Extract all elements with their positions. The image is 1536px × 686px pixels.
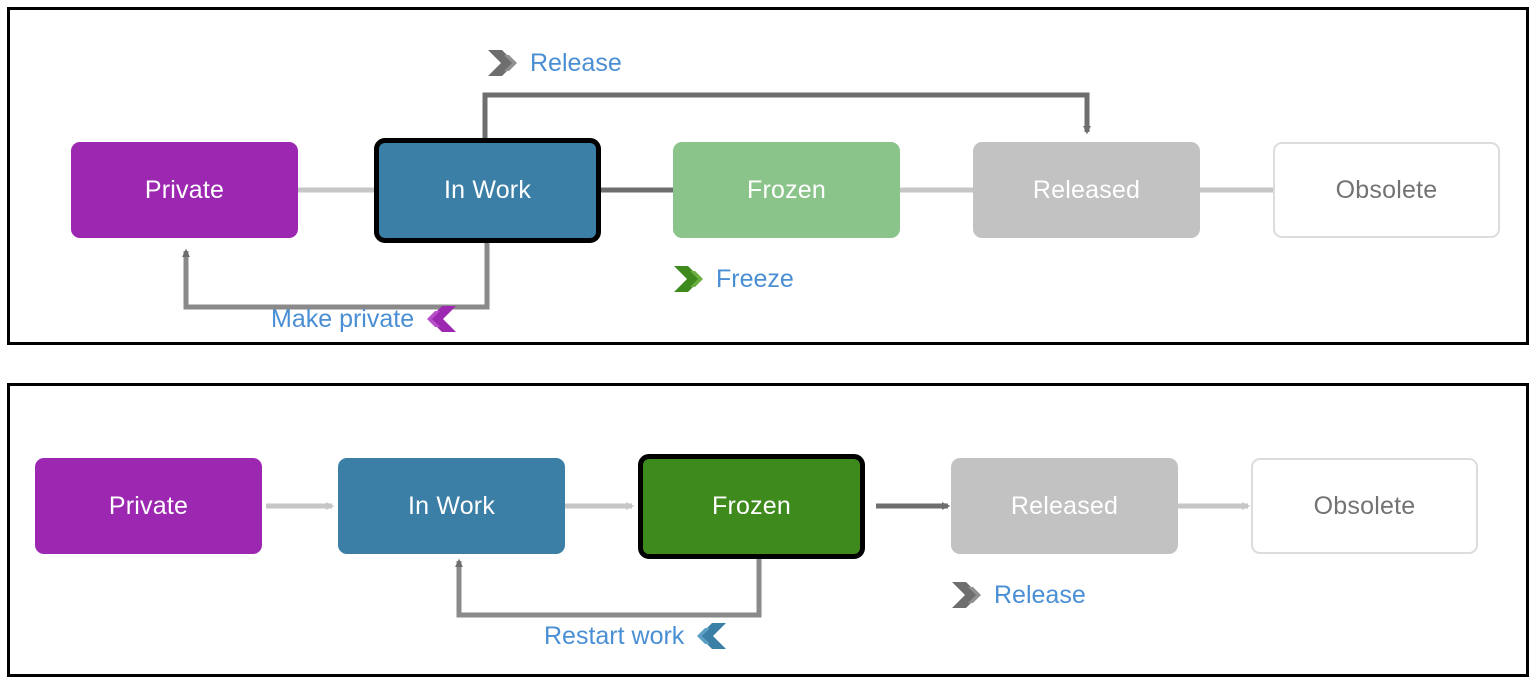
bottom-panel-connectors bbox=[266, 502, 1251, 618]
connector-restart-work-frozen-to-inwork bbox=[455, 557, 762, 618]
state-box-private[interactable]: Private bbox=[71, 142, 298, 238]
transition-label-freeze[interactable]: Freeze bbox=[673, 264, 794, 294]
state-box-frozen-active[interactable]: Frozen bbox=[638, 454, 865, 559]
transition-label-text: Make private bbox=[271, 304, 415, 333]
double-chevron-left-icon bbox=[427, 306, 457, 332]
panel-in-work-workflow: Private In Work Frozen Released Obsolete… bbox=[7, 7, 1529, 345]
transition-label-release[interactable]: Release bbox=[951, 580, 1086, 610]
state-label: Obsolete bbox=[1335, 175, 1438, 204]
state-box-frozen[interactable]: Frozen bbox=[673, 142, 900, 238]
state-label: Obsolete bbox=[1313, 491, 1416, 520]
double-chevron-right-icon bbox=[952, 582, 981, 608]
panel-frozen-workflow: Private In Work Frozen Released Obsolete… bbox=[7, 383, 1529, 677]
transition-label-text: Release bbox=[994, 580, 1086, 609]
transition-label-make-private[interactable]: Make private bbox=[271, 304, 457, 334]
transition-label-release[interactable]: Release bbox=[487, 48, 622, 78]
state-box-in-work[interactable]: In Work bbox=[338, 458, 565, 554]
state-label: Released bbox=[1010, 491, 1119, 520]
double-chevron-right-icon bbox=[674, 266, 703, 292]
state-label: Frozen bbox=[746, 175, 826, 204]
top-panel-connectors bbox=[182, 92, 1291, 310]
transition-label-restart-work[interactable]: Restart work bbox=[544, 621, 727, 651]
double-chevron-right-icon bbox=[488, 50, 517, 76]
transition-label-text: Freeze bbox=[716, 264, 794, 293]
state-label: Private bbox=[144, 175, 225, 204]
connector-release-inwork-to-released bbox=[482, 92, 1091, 143]
state-box-released[interactable]: Released bbox=[973, 142, 1200, 238]
state-label: Private bbox=[108, 491, 189, 520]
state-label: Frozen bbox=[711, 492, 791, 520]
state-label: Released bbox=[1032, 175, 1141, 204]
state-box-in-work-active[interactable]: In Work bbox=[374, 138, 601, 243]
transition-label-text: Release bbox=[530, 48, 622, 77]
double-chevron-left-icon bbox=[697, 623, 727, 649]
connector-make-private-inwork-to-private bbox=[182, 242, 490, 310]
state-box-private[interactable]: Private bbox=[35, 458, 262, 554]
state-box-obsolete[interactable]: Obsolete bbox=[1251, 458, 1478, 554]
state-box-obsolete[interactable]: Obsolete bbox=[1273, 142, 1500, 238]
transition-label-text: Restart work bbox=[544, 621, 685, 650]
state-label: In Work bbox=[407, 491, 496, 520]
state-label: In Work bbox=[443, 176, 532, 204]
state-box-released[interactable]: Released bbox=[951, 458, 1178, 554]
